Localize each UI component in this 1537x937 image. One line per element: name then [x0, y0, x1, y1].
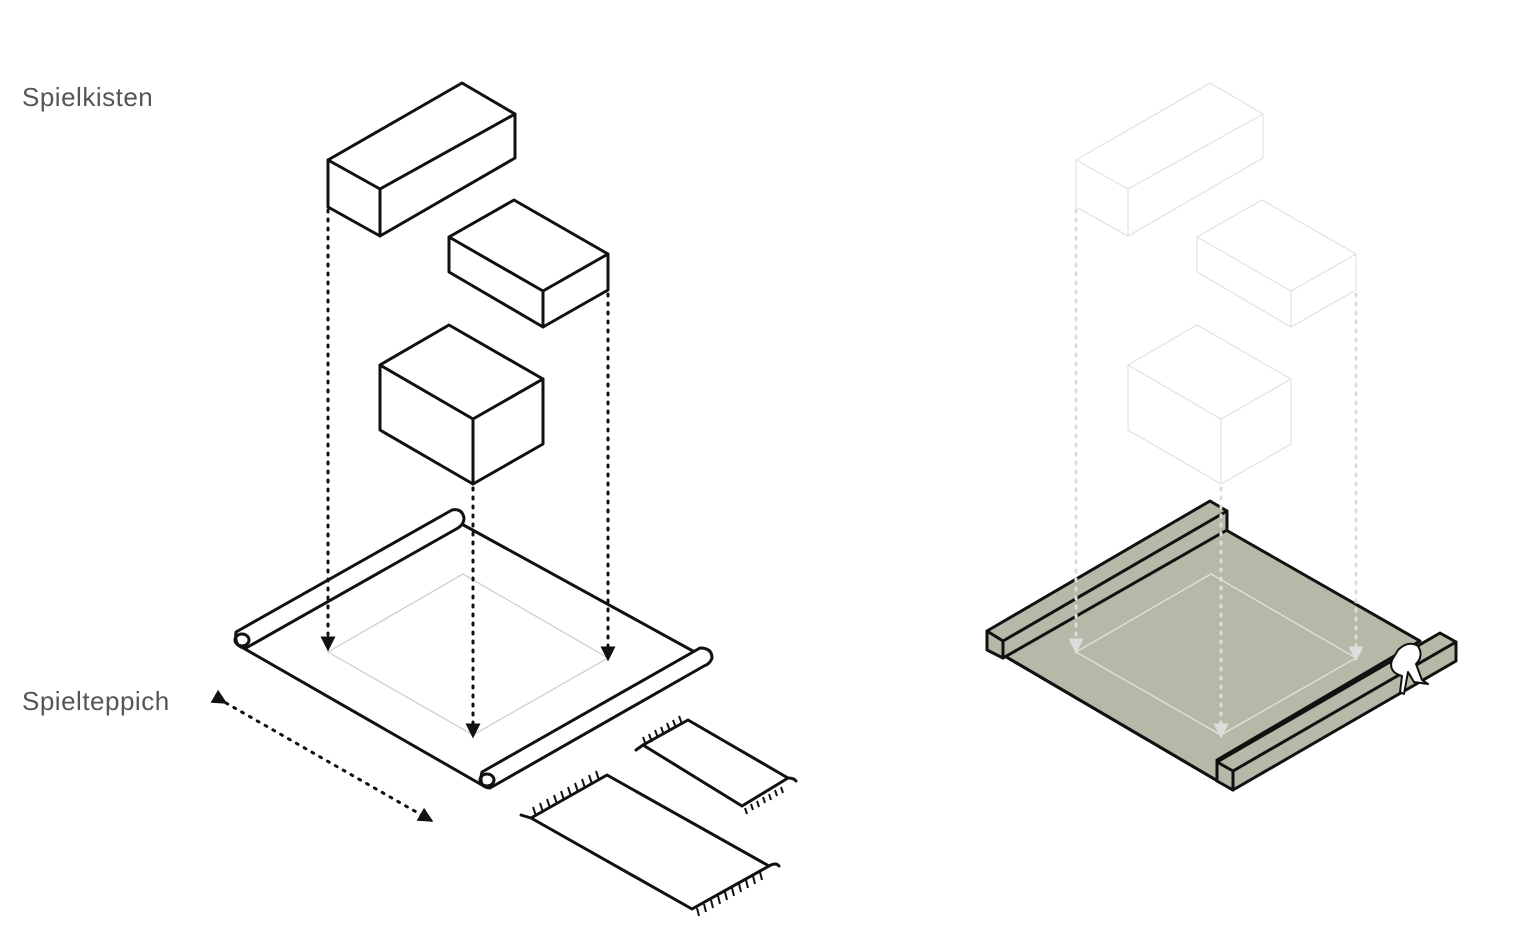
box-medium — [447, 198, 610, 329]
rug-small — [634, 715, 798, 815]
rug-large — [519, 770, 781, 917]
faded-boxes — [1075, 82, 1357, 485]
size-double-arrow — [210, 689, 434, 823]
sitting-person-icon — [1390, 642, 1429, 695]
label-spielkisten: Spielkisten — [22, 82, 154, 112]
rolled-rug — [233, 508, 714, 790]
label-spielteppich: Spielteppich — [22, 686, 170, 716]
box-cube — [378, 323, 545, 486]
box-long — [326, 81, 517, 238]
